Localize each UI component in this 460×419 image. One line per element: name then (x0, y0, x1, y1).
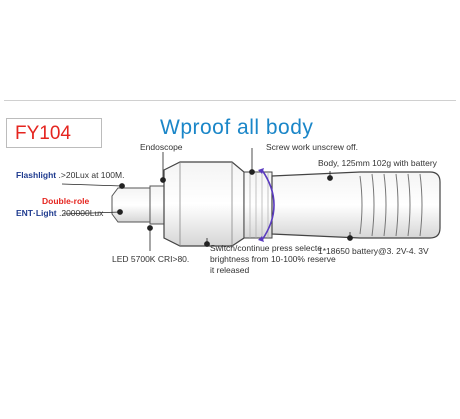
screw-label: Screw work unscrew off. (266, 142, 358, 152)
flashlight-label: Flashlight .>20Lux at 100M. (16, 170, 124, 180)
flashlight-collar (243, 171, 273, 239)
ent-spec: .200000Lux (58, 208, 104, 218)
switch-label-2: brightness from 10-100% reserve (210, 254, 336, 264)
flashlight-tip (111, 187, 151, 223)
flashlight-name: Flashlight (16, 170, 57, 180)
flashlight-body (271, 171, 441, 239)
unscrew-arc (261, 169, 275, 241)
flashlight-spec: .>20Lux at 100M. (58, 170, 125, 180)
endoscope-label: Endoscope (140, 142, 183, 152)
switch-label-1: Switch/continue press selecte (210, 243, 322, 253)
ent-light-label: ENT·Light .200000Lux (16, 208, 103, 218)
led-label: LED 5700K CRI>80. (112, 254, 190, 264)
switch-label-3: it released (210, 265, 250, 275)
flashlight-neck (149, 185, 165, 225)
double-role-label: Double-role (42, 196, 90, 206)
battery-label: 1*18650 battery@3. 2V-4. 3V (318, 246, 429, 256)
page-title: Wproof all body (160, 116, 314, 139)
ent-name: ENT·Light (16, 208, 57, 218)
body-label: Body, 125mm 102g with battery (318, 158, 437, 168)
model-label: FY104 (6, 118, 102, 148)
